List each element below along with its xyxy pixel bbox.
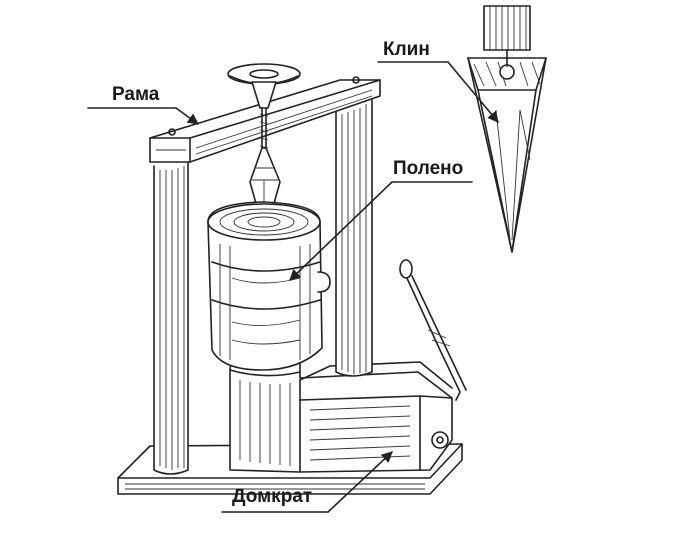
- log: [207, 201, 331, 371]
- label-wedge: Клин: [383, 39, 430, 60]
- handwheel-screw: [227, 63, 301, 149]
- label-jack: Домкрат: [232, 486, 313, 507]
- jack-body: [229, 351, 453, 473]
- label-log: Полено: [393, 158, 464, 179]
- wedge-detail: [467, 5, 547, 253]
- frame-left-post: [153, 159, 189, 475]
- frame-right-post: [335, 99, 373, 377]
- label-frame: Рама: [112, 84, 160, 105]
- leader-lines: [87, 61, 499, 513]
- jack-lever: [399, 259, 467, 401]
- frame-top-beam: [149, 76, 381, 163]
